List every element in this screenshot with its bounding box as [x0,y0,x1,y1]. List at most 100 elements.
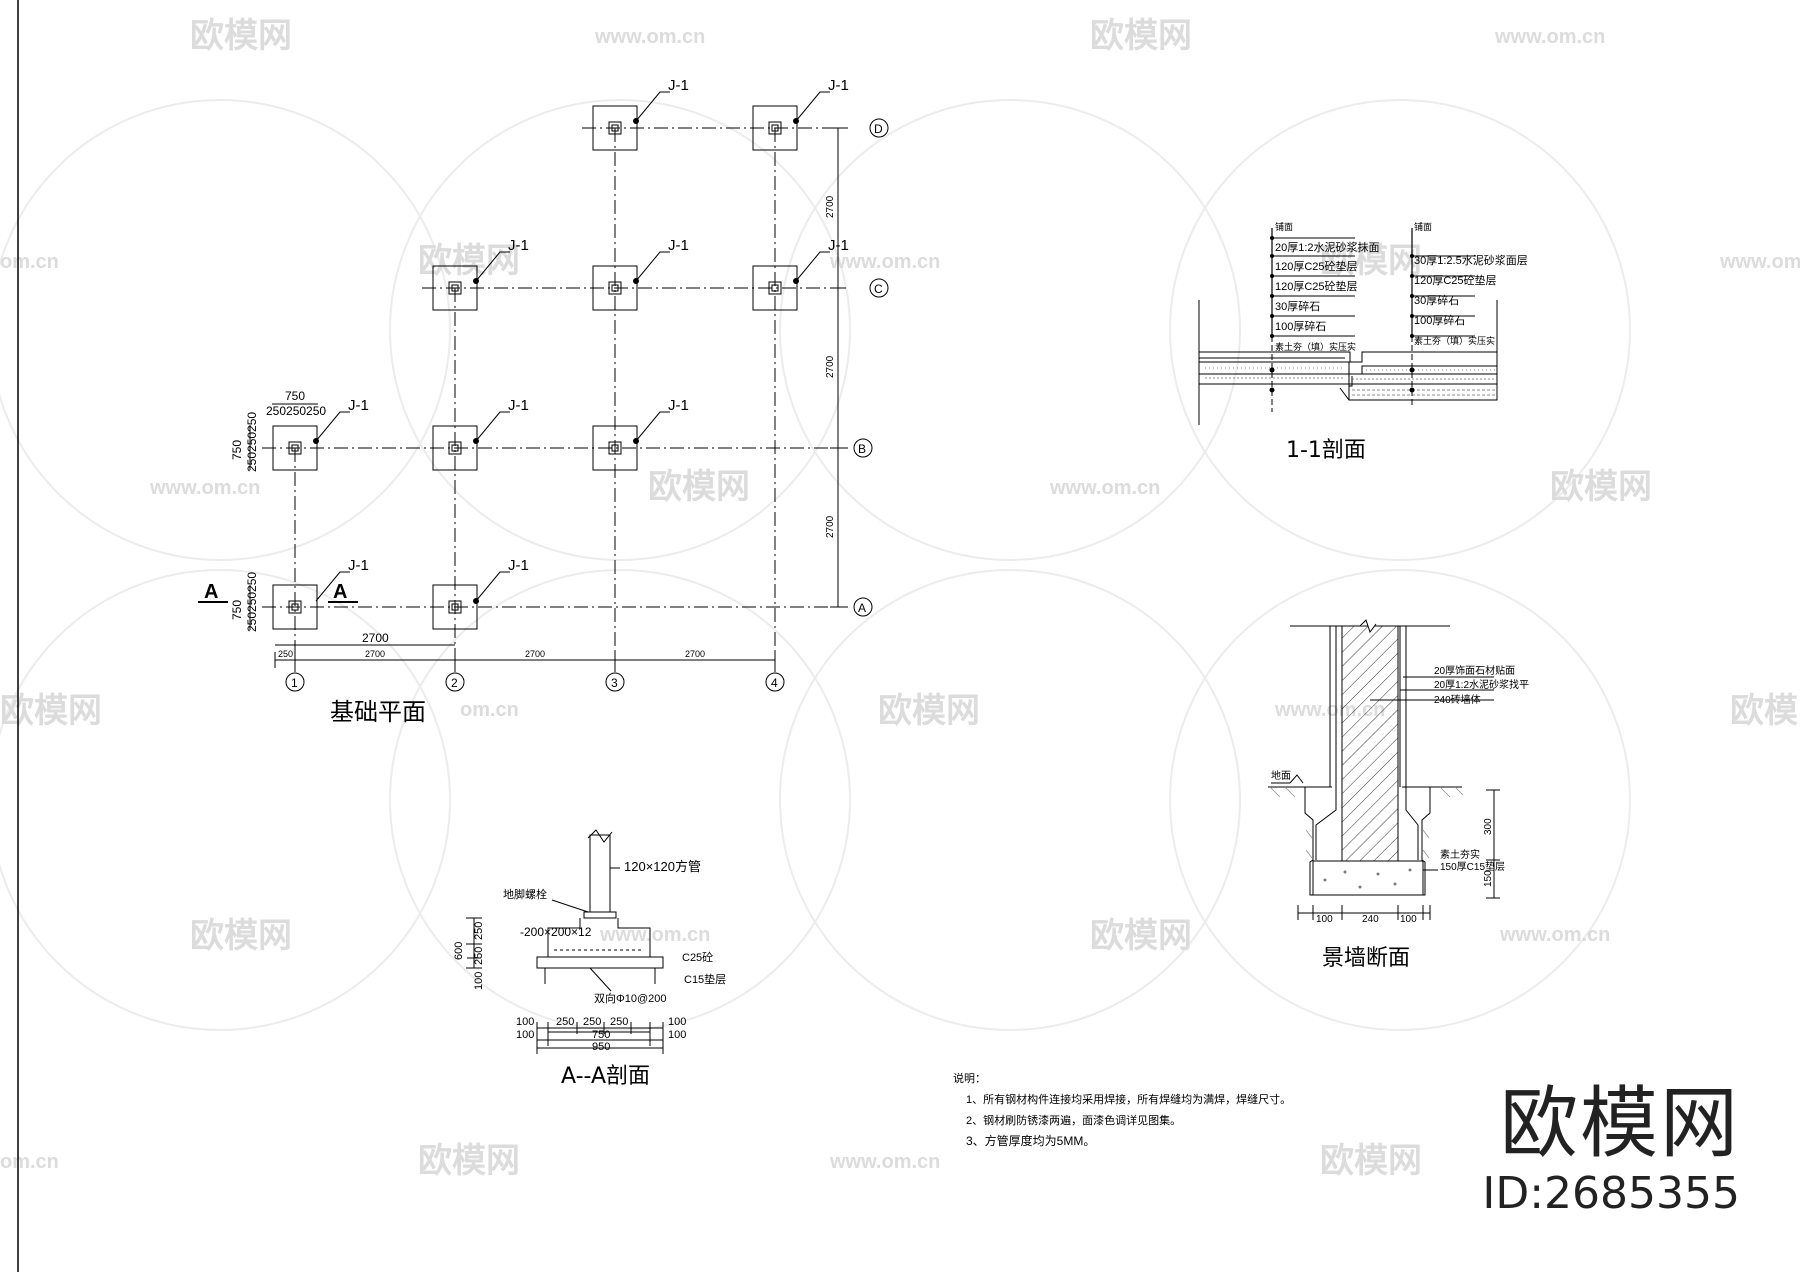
footing-C4 [752,265,798,311]
plan-axis-bubbles [285,118,889,692]
aa-title: A--A剖面 [561,1064,650,1089]
aa-width-total: 950 [592,1041,610,1053]
footing-B1 [272,425,318,471]
wm-brand-2: 欧模网 [1090,17,1192,55]
plan-texts: J-1 J-1 J-1 J-1 J-1 J-1 J-1 J-1 J-1 J-1 … [204,77,883,726]
label-J1-A2: J-1 [508,557,529,574]
wall-layer-3: 240砖墙体 [1434,693,1481,706]
section-mark-right: A [333,581,347,603]
plan-footings [272,105,798,630]
axis-C: C [874,282,883,296]
footing-C2 [432,265,478,311]
wall-height-2: 150 [1483,870,1494,887]
plan-dim-right [830,127,846,608]
aa-height-total: 600 [453,942,465,960]
plan-dim-footing [249,403,318,630]
dim-bottom-3: 2700 [525,649,545,659]
footing-B3 [592,425,638,471]
wm-brand-13: 欧模网 [1320,1142,1422,1180]
wm-url-5: www.om.cn [1719,251,1800,273]
wall-width-1: 100 [1316,914,1333,925]
label-J1-C4: J-1 [828,237,849,254]
wall-width-3: 100 [1400,914,1417,925]
s11-right-header: 铺面 [1414,221,1432,232]
wall-width-2: 240 [1362,914,1379,925]
wm-url-6: www.om.cn [149,477,260,499]
section-11 [1198,228,1498,425]
aa-height-3: 100 [473,972,485,990]
aa-width-1d: 250 [610,1016,628,1028]
watermark-circles [0,99,1631,1031]
dim-bottom-4: 2700 [685,649,705,659]
wm-brand-9: 欧模网 [1730,692,1800,730]
aa-plate-label: -200×200×12 [520,925,592,939]
wall-title: 景墙断面 [1322,946,1410,971]
wm-brand-4: 欧模网 [1320,242,1422,280]
dim-footing-h2-sub: 250250250 [245,572,259,632]
aa-width-1c: 250 [583,1016,601,1028]
dim-right-2: 2700 [825,355,836,378]
aa-anchor-label: 地脚螺栓 [503,887,547,901]
leader-dots [313,118,799,604]
wm-url-4: www.om.cn [829,251,940,273]
aa-width-1b: 250 [556,1016,574,1028]
aa-rebar-label: 双向Φ10@200 [594,991,667,1005]
axis-4: 4 [771,676,778,690]
s11-left-layer-1: 20厚1:2水泥砂浆抹面 [1275,240,1380,254]
notes-item-3: 3、方管厚度均为5MM。 [966,1133,1095,1148]
section-11-texts: 铺面 20厚1:2水泥砂浆抹面 120厚C25砼垫层 120厚C25砼垫层 30… [1275,221,1528,463]
axis-3: 3 [611,676,618,690]
s11-right-layer-4: 100厚碎石 [1414,313,1465,327]
wall-layer-1: 20厚饰面石材贴面 [1434,664,1515,677]
axis-A: A [858,601,866,615]
s11-right-layer-2: 120厚C25砼垫层 [1414,273,1497,287]
wm-brand-8: 欧模网 [878,692,980,730]
footing-D4 [752,105,798,151]
notes-heading: 说明： [953,1071,986,1085]
footing-C3 [592,265,638,311]
section-aa-texts: 120×120方管 地脚螺栓 -200×200×12 C25砼 C15垫层 双向… [453,859,726,1089]
aa-c25-label: C25砼 [682,951,713,964]
s11-right-layer-5: 素土夯（填）实压实 [1414,335,1495,346]
s11-left-layer-3: 120厚C25砼垫层 [1275,279,1358,293]
axis-2: 2 [451,676,458,690]
wm-brand-7: 欧模网 [0,692,102,730]
axis-1: 1 [291,676,298,690]
label-J1-A1: J-1 [348,557,369,574]
axis-B: B [858,442,866,456]
footing-A2 [432,584,478,630]
wall-section [1268,619,1500,920]
aa-post-label: 120×120方管 [624,859,701,874]
wall-foundation-2: 150厚C15垫层 [1440,860,1505,873]
aa-bedding [536,956,664,969]
wm-url-3: om.cn [0,251,59,273]
plan-title: 基础平面 [330,698,426,726]
s11-title: 1-1剖面 [1286,438,1366,463]
dim-right-3: 2700 [825,515,836,538]
label-J1-B3: J-1 [668,397,689,414]
section-mark-left: A [204,581,218,603]
wm-brand-1: 欧模网 [190,17,292,55]
label-J1-C3: J-1 [668,237,689,254]
axis-D: D [874,122,883,136]
notes: 说明： 1、所有钢材构件连接均采用焊接，所有焊缝均为满焊，焊缝尺寸。 2、钢材刷… [953,1071,1291,1148]
s11-left-layer-4: 30厚碎石 [1275,299,1320,313]
aa-width-2b: 750 [592,1029,610,1041]
wall-section-texts: 20厚饰面石材贴面 20厚1:2水泥砂浆找平 240砖墙体 地面 素土夯实 15… [1271,664,1529,971]
label-J1-D3: J-1 [668,77,689,94]
s11-right-layer-1: 30厚1:2.5水泥砂浆面层 [1414,253,1528,267]
s11-left-header: 铺面 [1275,221,1293,232]
wall-height-1: 300 [1483,818,1494,835]
label-J1-C2: J-1 [508,237,529,254]
wm-brand-11: 欧模网 [1090,917,1192,955]
s11-left-layer-2: 120厚C25砼垫层 [1275,259,1358,273]
wall-foundation-1: 素土夯实 [1440,848,1480,861]
notes-item-1: 1、所有钢材构件连接均采用焊接，所有焊缝均为满焊，焊缝尺寸。 [966,1092,1291,1106]
aa-height-2: 250 [473,947,485,965]
dim-top-total: 2700 [362,631,389,645]
plan-leaders [315,91,830,602]
dim-footing-h1-sub: 250250250 [245,412,259,472]
aa-plate [583,911,617,919]
wm-url-2: www.om.cn [1494,26,1605,48]
